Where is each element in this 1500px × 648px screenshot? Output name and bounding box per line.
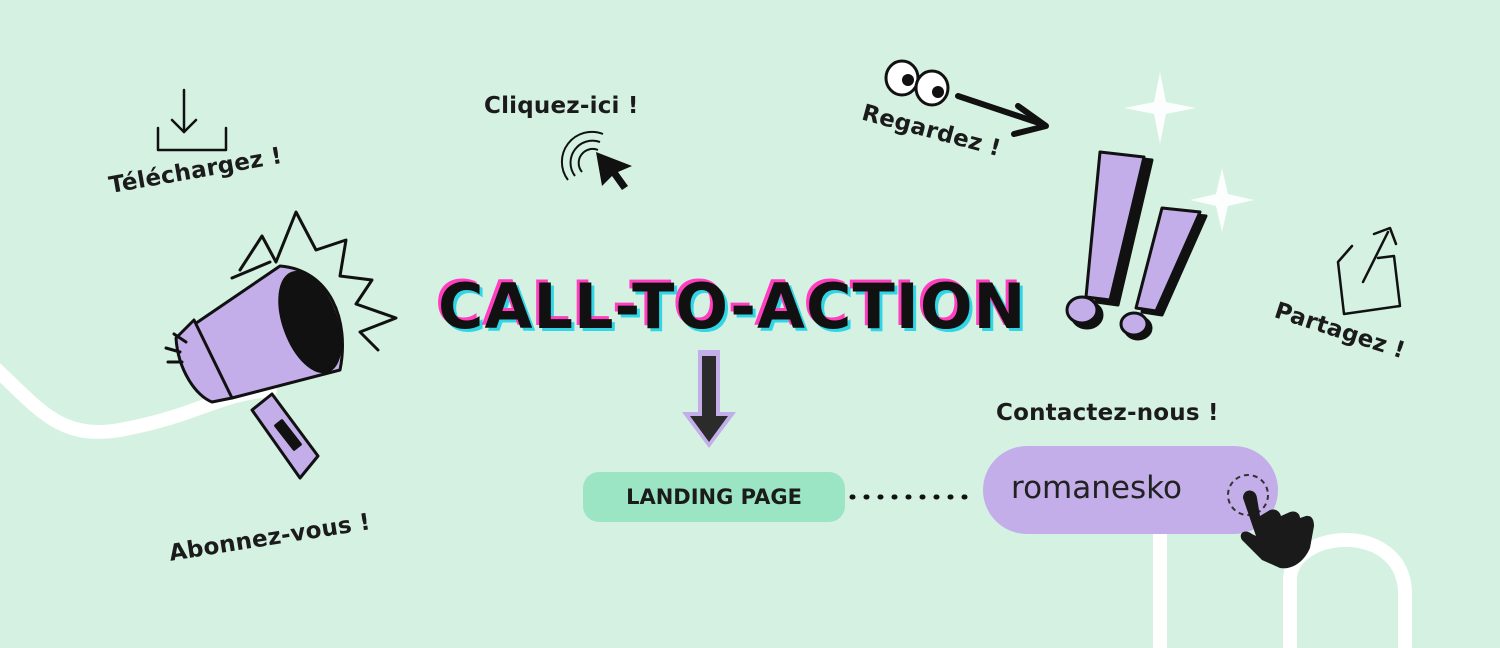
click-label: Cliquez-ici ! — [484, 93, 639, 119]
brand-name: romanesko — [1011, 470, 1182, 506]
landing-page-button[interactable]: LANDING PAGE — [583, 472, 845, 522]
page-title: CALL-TO-ACTION — [438, 270, 1027, 343]
contact-label: Contactez-nous ! — [996, 400, 1219, 426]
